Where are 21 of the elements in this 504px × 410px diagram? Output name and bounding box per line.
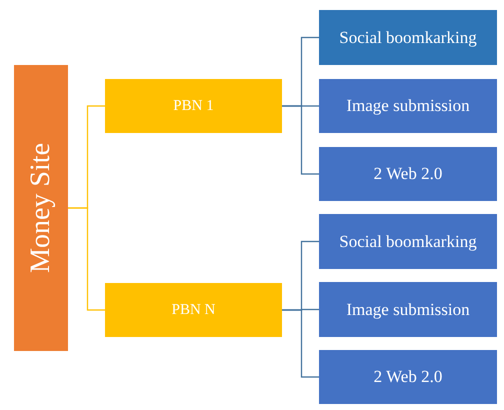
- box-label: Social boomkarking: [339, 230, 477, 252]
- box-label: Image submission: [346, 95, 470, 117]
- process-box: [319, 282, 497, 337]
- vertical-box: [14, 65, 68, 351]
- connector-line: [282, 105, 319, 175]
- box-label: Money Site: [27, 143, 55, 273]
- box-label: PBN 1: [173, 96, 214, 116]
- box-label: 2 Web 2.0: [374, 366, 442, 388]
- box-label: 2 Web 2.0: [374, 163, 442, 185]
- box-label: PBN N: [172, 300, 216, 320]
- process-box: [319, 350, 497, 404]
- process-box: [319, 147, 497, 201]
- process-box: [105, 79, 282, 133]
- process-box: [319, 79, 497, 133]
- box-label: Image submission: [346, 298, 470, 320]
- process-box: [105, 283, 282, 337]
- connector-line: [68, 207, 105, 311]
- connector-line: [282, 309, 319, 378]
- process-box: [319, 214, 497, 269]
- process-box: [319, 10, 497, 65]
- box-label: Social boomkarking: [339, 26, 477, 48]
